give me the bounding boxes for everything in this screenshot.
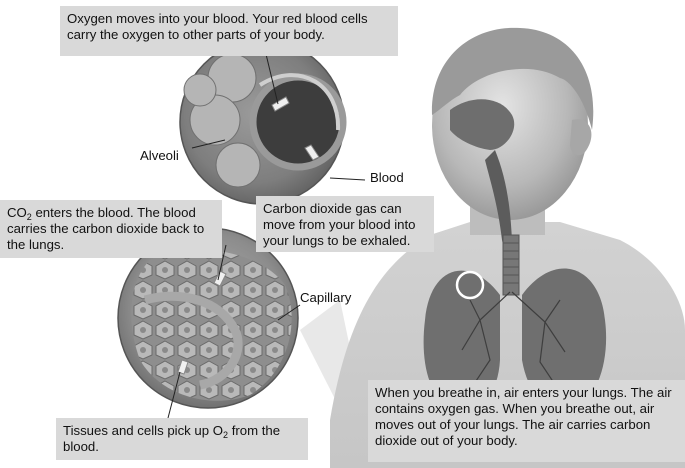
blood-label: Blood (370, 170, 404, 186)
tissues-callout: Tissues and cells pick up O2 from the bl… (56, 418, 308, 460)
co2-callout-text: CO2 enters the blood. The blood carries … (7, 205, 204, 252)
tissues-callout-text: Tissues and cells pick up O2 from the bl… (63, 423, 280, 454)
carbon-dioxide-exhaled-text: Carbon dioxide gas can move from your bl… (263, 201, 415, 248)
oxygen-callout: Oxygen moves into your blood. Your red b… (60, 6, 398, 56)
carbon-dioxide-exhaled-callout: Carbon dioxide gas can move from your bl… (256, 196, 434, 252)
breathing-callout-text: When you breathe in, air enters your lun… (375, 385, 672, 448)
breathing-callout: When you breathe in, air enters your lun… (368, 380, 685, 462)
oxygen-callout-text: Oxygen moves into your blood. Your red b… (67, 11, 368, 42)
ear-icon (570, 119, 591, 155)
blood-vessel-section (253, 77, 343, 167)
trachea (503, 235, 519, 295)
co2-callout: CO2 enters the blood. The blood carries … (0, 200, 222, 258)
capillary-label: Capillary (300, 290, 351, 306)
alveoli-label: Alveoli (140, 148, 179, 164)
